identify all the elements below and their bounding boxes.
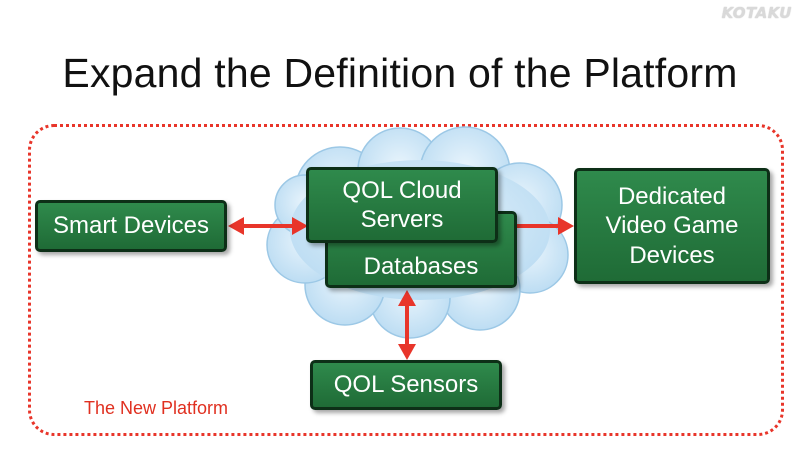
sensors-box: QOL Sensors: [310, 360, 502, 410]
platform-boundary: [28, 124, 784, 436]
kotaku-watermark: KOTAKU: [721, 4, 792, 22]
cloud-servers-box: QOL Cloud Servers: [306, 167, 498, 243]
arrow-cloud-to-sensors: [398, 290, 416, 360]
smart-devices-box: Smart Devices: [35, 200, 227, 252]
slide-title: Expand the Definition of the Platform: [62, 50, 738, 96]
platform-label: The New Platform: [84, 398, 229, 418]
dedicated-devices-box: Dedicated Video Game Devices: [574, 168, 770, 284]
arrow-smart-to-cloud: [228, 217, 308, 235]
